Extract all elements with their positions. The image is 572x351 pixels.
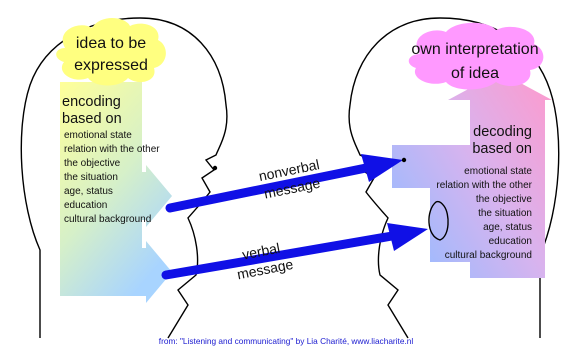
sender-factor: age, status xyxy=(64,186,113,197)
receiver-ear-dot xyxy=(401,157,407,163)
receiver-factor: emotional state xyxy=(464,166,532,177)
receiver-factor: education xyxy=(489,236,532,247)
encoding-heading-line-1: encoding xyxy=(62,94,121,110)
sender-encoding-block: encoding based on emotional state relati… xyxy=(62,94,160,225)
sender-factor: cultural background xyxy=(64,214,151,225)
idea-cloud: idea to be expressed xyxy=(56,18,166,86)
sender-factor: the situation xyxy=(64,172,118,183)
interpretation-line-1: own interpretation xyxy=(411,41,538,58)
receiver-factor: relation with the other xyxy=(436,180,532,191)
nonverbal-message-arrow: nonverbal message xyxy=(165,154,403,213)
idea-line-1: idea to be xyxy=(76,35,146,52)
decoding-gradient-arrow xyxy=(392,72,552,278)
receiver-factor: age, status xyxy=(483,222,532,233)
sender-factor-list: emotional state relation with the other … xyxy=(64,130,160,225)
credit-line: from: "Listening and communicating" by L… xyxy=(159,336,414,346)
interpretation-line-2: of idea xyxy=(451,65,499,82)
decoding-heading-line-2: based on xyxy=(472,141,532,157)
receiver-factor: the objective xyxy=(476,194,533,205)
receiver-decoding-block: decoding based on emotional state relati… xyxy=(436,124,532,261)
verbal-message-arrow: verbal message xyxy=(161,223,428,282)
verbal-label-line-1: verbal xyxy=(241,240,281,263)
receiver-factor: cultural background xyxy=(445,250,532,261)
interpretation-cloud: own interpretation of idea xyxy=(408,22,544,90)
receiver-ear-icon xyxy=(428,200,449,241)
receiver-factor: the situation xyxy=(478,208,532,219)
sender-factor: the objective xyxy=(64,158,121,169)
sender-factor: relation with the other xyxy=(64,144,160,155)
sender-factor: emotional state xyxy=(64,130,132,141)
sender-head-outline xyxy=(20,17,228,339)
sender-mouth-dot xyxy=(212,165,218,171)
receiver-head-outline xyxy=(348,17,560,339)
encoding-heading-line-2: based on xyxy=(62,111,122,127)
decoding-heading-line-1: decoding xyxy=(473,124,532,140)
idea-line-2: expressed xyxy=(74,57,148,74)
encoding-gradient-arrow xyxy=(60,82,172,303)
receiver-factor-list: emotional state relation with the other … xyxy=(436,166,532,261)
sender-factor: education xyxy=(64,200,107,211)
